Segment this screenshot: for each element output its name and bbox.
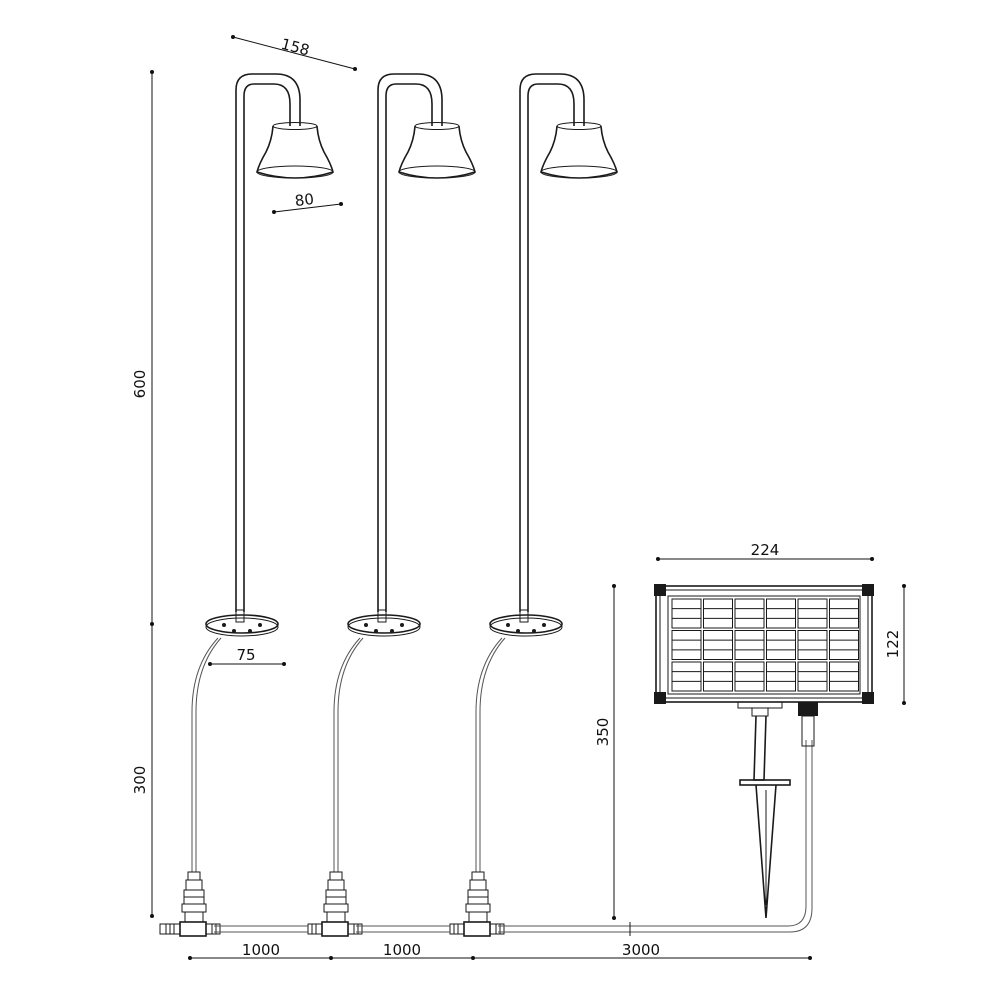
dimension-cable-height: 300: [131, 624, 154, 918]
dimension-panel-height: 122: [884, 584, 906, 705]
dimension-shade-width: 158: [231, 35, 357, 71]
solar-cell: [766, 598, 796, 629]
solar-cell: [797, 630, 828, 660]
solar-cell: [671, 630, 702, 660]
dimension-label: 1000: [242, 941, 280, 959]
solar-cell: [734, 630, 765, 660]
dimension-label: 75: [236, 646, 255, 664]
garden-post-lamp-icon: [307, 73, 476, 937]
solar-cell: [734, 598, 765, 629]
dimension-label: 350: [594, 718, 612, 747]
dimension-label: 1000: [383, 941, 421, 959]
solar-cell: [734, 661, 765, 692]
garden-post-lamp-icon: [449, 73, 618, 937]
dimension-pole-height: 600: [131, 70, 154, 626]
solar-cell: [703, 630, 733, 660]
solar-cell: [671, 661, 702, 692]
dimension-label: 80: [294, 190, 315, 210]
dimension-label: 158: [279, 35, 311, 60]
cable-connector-icon: [159, 923, 167, 935]
solar-cell: [797, 661, 828, 692]
solar-cell: [829, 598, 859, 629]
solar-cell: [703, 598, 733, 629]
dimension-base-diameter: 75: [208, 646, 286, 666]
solar-cell: [829, 661, 859, 692]
solar-panel-icon: [654, 584, 874, 919]
dimension-label: 224: [751, 541, 780, 559]
ground-stake-icon: [739, 715, 791, 919]
dimension-label: 122: [884, 630, 902, 659]
solar-cell: [766, 661, 796, 692]
dimension-panel-width: 224: [656, 541, 874, 561]
dimension-label: 3000: [622, 941, 660, 959]
dimension-spacing-row: 1000 1000 3000: [188, 941, 812, 960]
solar-cell: [671, 598, 702, 629]
bus-cable: [214, 740, 813, 936]
dimension-panel-total-height: 350: [594, 584, 616, 920]
dimension-label: 600: [131, 370, 149, 399]
solar-cell: [829, 630, 859, 660]
dimension-shade-depth: 80: [272, 190, 343, 214]
dimension-label: 300: [131, 766, 149, 795]
solar-cell: [703, 661, 733, 692]
solar-cell: [797, 598, 828, 629]
solar-cell: [766, 630, 796, 660]
